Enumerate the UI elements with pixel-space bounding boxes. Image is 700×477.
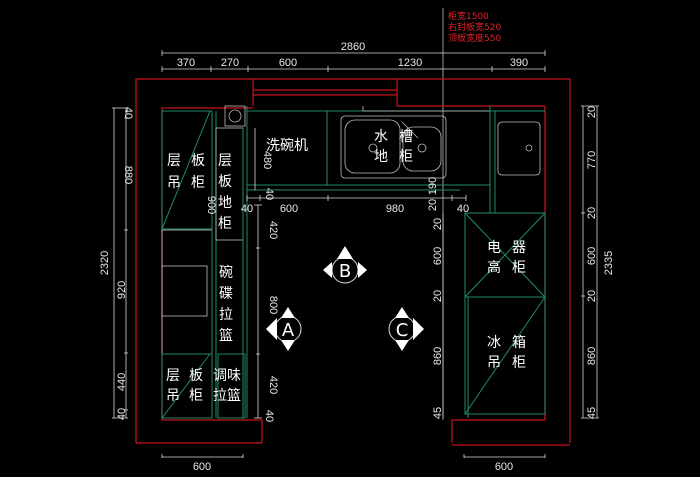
right-seg-5: 20 xyxy=(586,290,598,302)
inner-right-seg-5: 45 xyxy=(432,407,444,419)
label-floor-shelf-c: 地 xyxy=(218,195,232,211)
counter-depth-right-dim: 190 xyxy=(427,177,439,195)
counter-gap-right-dim: 20 xyxy=(427,199,439,211)
label-dish-basket-c: 拉 xyxy=(219,307,233,323)
top-total-label: 2860 xyxy=(341,41,365,53)
inner-left-seg-3: 800 xyxy=(267,296,279,314)
label-sink-b: 槽 xyxy=(399,129,413,145)
top-seg-3: 600 xyxy=(279,57,297,69)
inner-right-seg-1: 20 xyxy=(432,218,444,230)
dishwasher-height-dim: 480 xyxy=(261,151,273,169)
inner-top-seg-1: 40 xyxy=(241,203,253,215)
label-dishwasher: 洗碗机 xyxy=(266,138,308,154)
label-sink-d: 柜 xyxy=(399,149,413,165)
left-seg-1: 40 xyxy=(122,107,134,119)
left-dimensions: 2320 40 880 920 440 40 xyxy=(99,107,134,420)
right-seg-7: 45 xyxy=(586,407,598,419)
left-cabinet-width-dim: 900 xyxy=(205,196,217,214)
inner-right-dimensions: 20 600 20 860 45 xyxy=(432,213,444,419)
label-upper-shelf-2d: 柜 xyxy=(189,388,203,404)
view-marker-c-label: C xyxy=(396,320,409,341)
left-seg-3: 920 xyxy=(116,281,128,299)
label-dish-basket-b: 碟 xyxy=(219,286,233,302)
label-spice-basket-b: 拉篮 xyxy=(213,388,241,404)
label-fridge-a: 冰 xyxy=(487,335,501,351)
label-upper-shelf-1c: 吊 xyxy=(167,175,181,191)
view-marker-c: C xyxy=(388,307,424,351)
bottom-right-dim: 600 xyxy=(495,461,513,473)
label-floor-shelf-b: 板 xyxy=(218,174,232,190)
left-cabinet-run xyxy=(161,105,248,419)
view-marker-b-label: B xyxy=(339,261,351,282)
bottom-left-dim: 600 xyxy=(193,461,211,473)
inner-left-seg-5: 40 xyxy=(263,410,275,422)
right-total-label: 2335 xyxy=(603,251,615,275)
label-sink-c: 地 xyxy=(374,149,388,165)
right-seg-6: 860 xyxy=(586,347,598,365)
corner-sink xyxy=(497,121,541,176)
top-segment-dimensions: 370 270 600 1230 390 xyxy=(161,57,546,72)
inner-left-seg-4: 420 xyxy=(267,376,279,394)
label-upper-shelf-1d: 柜 xyxy=(191,175,205,191)
inner-top-seg-2: 600 xyxy=(280,203,298,215)
top-cabinet-run: 480 900 xyxy=(205,106,490,214)
label-floor-shelf-d: 柜 xyxy=(218,216,232,232)
label-appliance-b: 器 xyxy=(512,240,526,256)
top-seg-4: 1230 xyxy=(398,57,422,69)
left-seg-5: 40 xyxy=(116,408,128,420)
label-dish-basket-d: 篮 xyxy=(219,328,233,344)
top-seg-2: 270 xyxy=(221,57,239,69)
left-seg-2: 880 xyxy=(122,166,134,184)
view-marker-b: B xyxy=(323,246,367,284)
inner-top-dimensions: 40 600 980 40 190 20 xyxy=(241,177,469,215)
inner-left-seg-1: 40 xyxy=(263,188,275,200)
label-floor-shelf-a: 层 xyxy=(218,153,232,169)
view-marker-a-label: A xyxy=(282,320,295,341)
label-sink-a: 水 xyxy=(374,129,388,145)
inner-top-seg-3: 980 xyxy=(386,203,404,215)
pipe-box xyxy=(224,105,246,127)
top-total-dimension: 2860 xyxy=(161,41,546,56)
note-cabinet-width: 柜宽1500 xyxy=(448,10,489,22)
label-upper-shelf-2b: 板 xyxy=(189,368,203,384)
top-seg-1: 370 xyxy=(177,57,195,69)
label-fridge-c: 吊 xyxy=(487,355,501,371)
inner-right-seg-4: 860 xyxy=(432,347,444,365)
view-marker-a: A xyxy=(266,307,302,351)
note-top-board-width: 顶板宽度550 xyxy=(448,32,501,44)
right-seg-3: 20 xyxy=(586,207,598,219)
inner-left-seg-2: 420 xyxy=(267,221,279,239)
bottom-dimensions: 600 600 xyxy=(161,454,546,473)
inner-right-seg-2: 600 xyxy=(432,247,444,265)
double-sink xyxy=(340,115,447,179)
label-appliance-d: 柜 xyxy=(512,260,526,276)
label-spice-basket-a: 调味 xyxy=(213,368,241,384)
top-seg-5: 390 xyxy=(510,57,528,69)
label-fridge-d: 柜 xyxy=(512,355,526,371)
left-total-label: 2320 xyxy=(99,251,111,275)
label-upper-shelf-2c: 吊 xyxy=(166,388,180,404)
right-cabinet-run xyxy=(464,212,546,418)
note-right-seal-width: 右封板宽520 xyxy=(448,21,501,33)
label-upper-shelf-2a: 层 xyxy=(166,368,180,384)
label-fridge-b: 箱 xyxy=(512,335,526,351)
inner-left-dimensions: 40 420 800 420 40 xyxy=(254,188,279,422)
label-dish-basket-a: 碗 xyxy=(219,265,233,281)
inner-right-seg-3: 20 xyxy=(432,290,444,302)
label-appliance-c: 高 xyxy=(487,259,501,276)
right-seg-4: 600 xyxy=(586,247,598,265)
cabinet-labels: 层 板 吊 柜 层 板 地 柜 洗碗机 水 槽 地 柜 碗 碟 拉 篮 层 板 … xyxy=(166,129,526,404)
label-upper-shelf-1b: 板 xyxy=(191,153,205,169)
corner-cabinet xyxy=(489,106,545,213)
right-dimensions: 20 770 20 600 20 860 45 2335 xyxy=(581,105,615,419)
label-appliance-a: 电 xyxy=(487,240,501,256)
inner-top-seg-4: 40 xyxy=(457,203,469,215)
left-seg-4: 440 xyxy=(116,373,128,391)
label-upper-shelf-1a: 层 xyxy=(167,153,181,169)
right-seg-1: 20 xyxy=(586,106,598,118)
right-seg-2: 770 xyxy=(586,151,598,169)
